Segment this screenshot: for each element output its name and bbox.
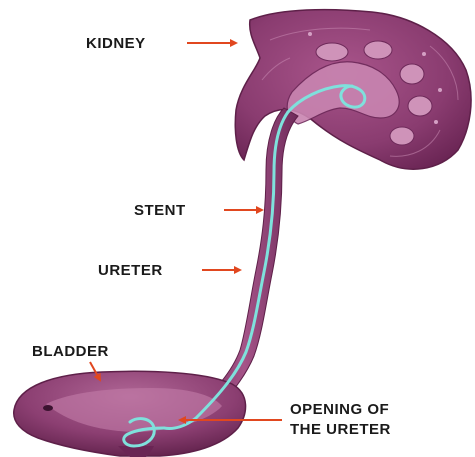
kidney-label: KIDNEY [86, 35, 146, 52]
opening-label-line1: OPENING OF [290, 401, 389, 418]
bladder-label: BLADDER [32, 343, 109, 360]
stent-label: STENT [134, 202, 186, 219]
ureteral-orifice [43, 405, 53, 411]
opening-label-line2: THE URETER [290, 421, 391, 438]
ureter-label: URETER [98, 262, 163, 279]
